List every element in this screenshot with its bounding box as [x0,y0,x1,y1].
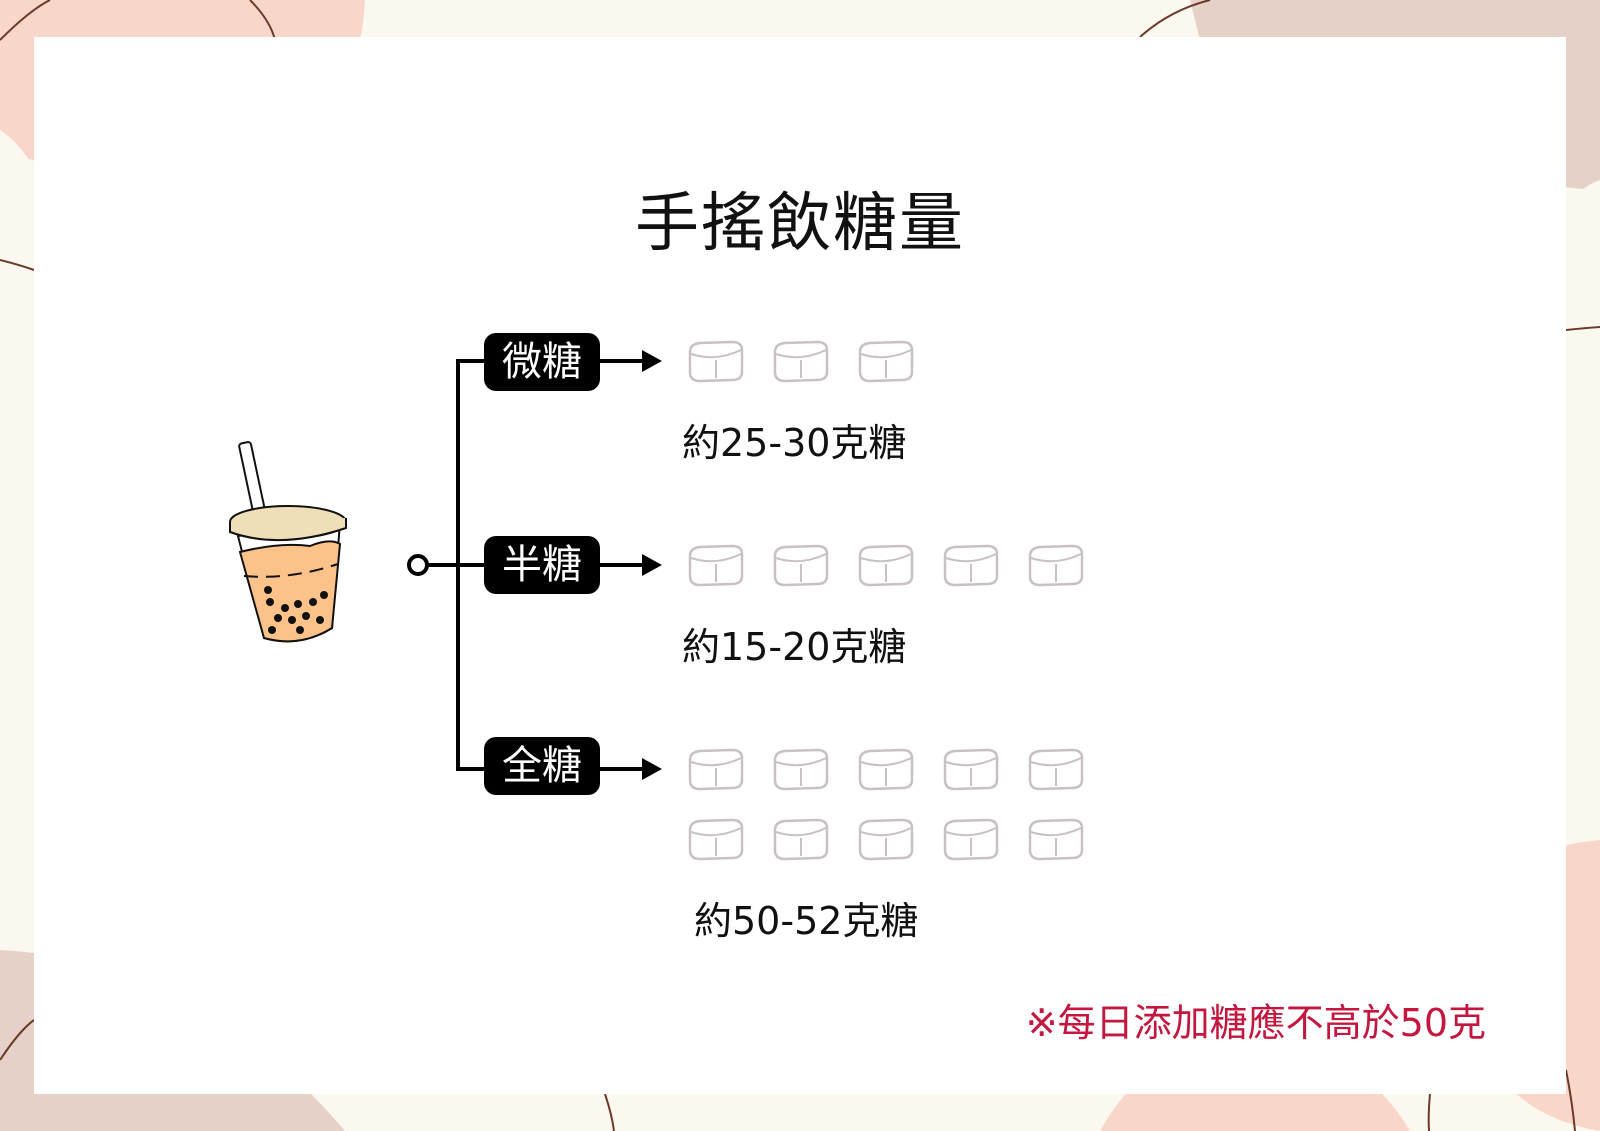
sugar-cube-icon [856,746,916,792]
sugar-cube-icon [686,338,746,384]
amount-half: 約15-20克糖 [682,625,907,669]
branch-connector [407,350,662,780]
amount-light: 約25-30克糖 [682,421,907,465]
sugar-cube-icon [686,542,746,588]
amount-full: 約50-52克糖 [694,899,919,943]
level-label-light: 微糖 [484,333,600,391]
daily-limit-note: ※每日添加糖應不高於50克 [1025,1001,1486,1045]
sugar-cube-icon [941,542,1001,588]
sugar-cube-icon [856,816,916,862]
page-title: 手搖飲糖量 [635,187,965,261]
level-label-full: 全糖 [484,737,600,795]
sugar-cube-icon [1026,746,1086,792]
sugar-cube-icon [856,542,916,588]
sugar-cube-icon [686,746,746,792]
sugar-cube-icon [1026,816,1086,862]
bubble-tea-icon [229,441,347,643]
sugar-cube-icon [941,746,1001,792]
sugar-cube-icon [771,338,831,384]
level-label-half: 半糖 [484,536,600,594]
sugar-cube-icon [1026,542,1086,588]
sugar-cube-icon [856,338,916,384]
sugar-cube-icon [941,816,1001,862]
sugar-cube-icon [771,746,831,792]
sugar-cube-icon [771,816,831,862]
sugar-cube-icon [771,542,831,588]
sugar-cube-icon [686,816,746,862]
